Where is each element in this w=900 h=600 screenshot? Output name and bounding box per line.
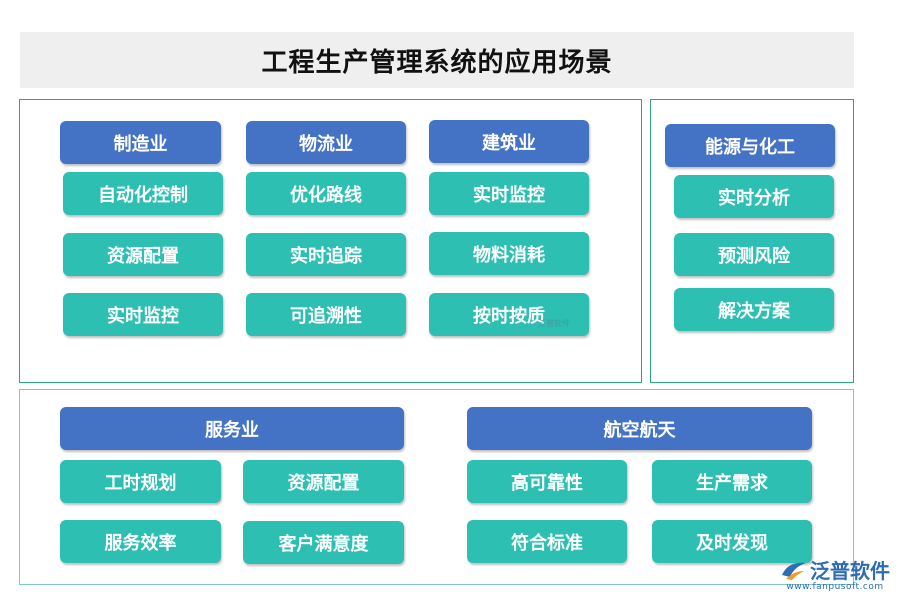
panel-industries (19, 99, 642, 383)
panel-energy (650, 99, 854, 383)
fanpu-logo-icon (782, 562, 806, 580)
item-realtime-analysis[interactable]: 实时分析 (674, 175, 834, 218)
item-solutions[interactable]: 解决方案 (674, 288, 834, 331)
logo-name: 泛普软件 (810, 559, 890, 583)
header-aerospace[interactable]: 航空航天 (467, 407, 812, 450)
fanpu-logo: 泛普软件 www.fanpusoft.com (780, 555, 890, 592)
item-service-resource-allocation[interactable]: 资源配置 (243, 460, 404, 503)
header-service[interactable]: 服务业 (60, 407, 404, 450)
header-energy-chemical[interactable]: 能源与化工 (665, 124, 835, 167)
item-realtime-tracking[interactable]: 实时追踪 (246, 233, 406, 276)
item-automation-control[interactable]: 自动化控制 (63, 172, 223, 215)
item-risk-prediction[interactable]: 预测风险 (674, 233, 834, 276)
item-traceability[interactable]: 可追溯性 (246, 293, 406, 336)
watermark-small: 泛普软件 (538, 319, 570, 328)
item-realtime-monitoring[interactable]: 实时监控 (63, 293, 223, 336)
item-route-optimization[interactable]: 优化路线 (246, 172, 406, 215)
item-construction-monitoring[interactable]: 实时监控 (429, 172, 589, 215)
item-production-demand[interactable]: 生产需求 (652, 460, 812, 503)
item-on-time-quality[interactable]: 按时按质 (429, 293, 589, 336)
item-compliance-standards[interactable]: 符合标准 (467, 520, 627, 563)
header-construction[interactable]: 建筑业 (429, 120, 589, 163)
item-high-reliability[interactable]: 高可靠性 (467, 460, 627, 503)
item-customer-satisfaction[interactable]: 客户满意度 (243, 521, 404, 564)
page-title: 工程生产管理系统的应用场景 (261, 47, 613, 78)
header-manufacturing[interactable]: 制造业 (60, 121, 221, 164)
panel-service-aerospace (19, 389, 854, 585)
header-logistics[interactable]: 物流业 (246, 121, 406, 164)
item-material-consumption[interactable]: 物料消耗 (429, 232, 589, 275)
item-timely-detection[interactable]: 及时发现 (652, 520, 812, 563)
title-bar: 工程生产管理系统的应用场景 (20, 32, 854, 88)
item-resource-allocation[interactable]: 资源配置 (63, 233, 223, 276)
item-labor-planning[interactable]: 工时规划 (60, 460, 221, 503)
item-service-efficiency[interactable]: 服务效率 (60, 520, 221, 563)
logo-url: www.fanpusoft.com (786, 582, 884, 592)
